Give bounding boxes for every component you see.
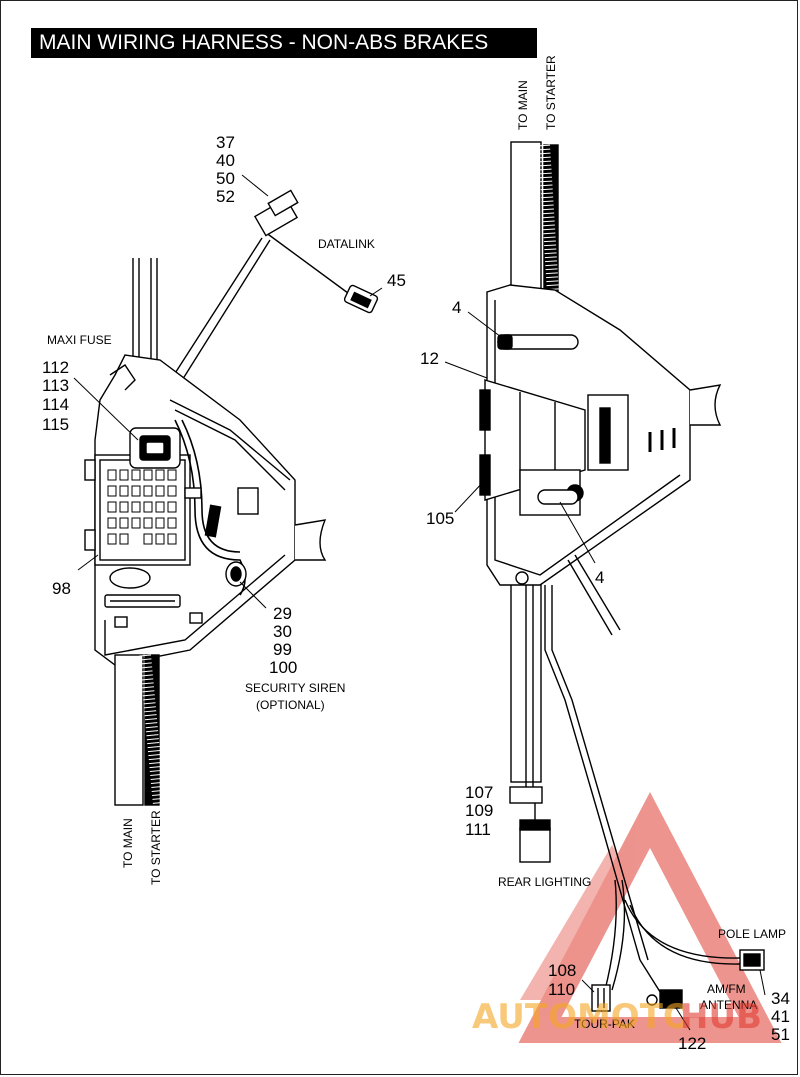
watermark-text: AUTOMOTO HUB [472, 997, 762, 1037]
ref-113: 113 [42, 376, 69, 395]
left-labels: 37 40 50 52 DATALINK 45 MAXI FUSE 112 11… [42, 133, 406, 885]
ref-45: 45 [387, 271, 406, 290]
to-main-right: TO MAIN [516, 80, 530, 130]
connector-37-icon [253, 189, 299, 237]
ref-107: 107 [465, 783, 493, 802]
antenna-label: ANTENNA [700, 998, 757, 1012]
rear-lighting-label: REAR LIGHTING [498, 875, 591, 889]
ref-109: 109 [465, 801, 493, 820]
ref-100: 100 [269, 658, 297, 677]
ref-99: 99 [273, 640, 292, 659]
antenna-connector-icon [646, 989, 683, 1009]
ref-98: 98 [52, 579, 71, 598]
ref-122: 122 [678, 1034, 706, 1053]
right-harness-view [444, 141, 766, 1031]
fuse-block [84, 454, 191, 566]
left-harness-view [73, 174, 383, 806]
ref-41: 41 [771, 1007, 790, 1026]
ref-51: 51 [771, 1025, 790, 1044]
to-starter-right: TO STARTER [544, 55, 558, 130]
to-main-left: TO MAIN [121, 818, 135, 868]
tour-pak-connector-icon [591, 984, 611, 1012]
optional-label: (OPTIONAL) [256, 698, 325, 712]
page-title: MAIN WIRING HARNESS - NON-ABS BRAKES [31, 28, 537, 58]
ref-34: 34 [771, 989, 790, 1008]
maxi-fuse-label: MAXI FUSE [47, 333, 112, 347]
datalink-connector-icon [343, 284, 379, 314]
siren-connector-icon [225, 561, 247, 587]
starter-conduit-left [139, 654, 165, 806]
ref-50: 50 [216, 169, 235, 188]
ref-111: 111 [465, 820, 491, 839]
tour-pak-label: TOUR-PAK [574, 1017, 635, 1031]
maxi-fuse-icon [129, 427, 181, 469]
ref-29: 29 [273, 604, 292, 623]
ref-40: 40 [216, 151, 235, 170]
pole-lamp-label: POLE LAMP [718, 927, 786, 941]
ref-52: 52 [216, 187, 235, 206]
ref-115: 115 [42, 415, 69, 434]
am-fm-label: AM/FM [707, 982, 746, 996]
ref-12: 12 [420, 349, 439, 368]
ref-37: 37 [216, 133, 235, 152]
ref-110: 110 [548, 980, 575, 999]
ref-4-top: 4 [452, 298, 461, 317]
watermark-hub: HUB [680, 997, 762, 1037]
watermark-auto: AUTOMOTO [472, 997, 692, 1037]
ref-30: 30 [273, 622, 292, 641]
ref-108: 108 [548, 961, 576, 980]
ref-4-bottom: 4 [595, 568, 604, 587]
ref-112: 112 [42, 358, 69, 377]
security-siren-label: SECURITY SIREN [245, 681, 345, 695]
to-starter-left: TO STARTER [149, 810, 163, 885]
rear-lighting-connector-icon [519, 819, 551, 863]
right-labels: TO MAIN TO STARTER 4 12 105 4 107 109 11… [420, 55, 790, 1053]
watermark-logo [518, 791, 782, 1043]
datalink-label: DATALINK [318, 237, 375, 251]
ref-114: 114 [42, 395, 69, 414]
pole-lamp-connector-icon [739, 949, 765, 971]
ref-105: 105 [426, 509, 454, 528]
